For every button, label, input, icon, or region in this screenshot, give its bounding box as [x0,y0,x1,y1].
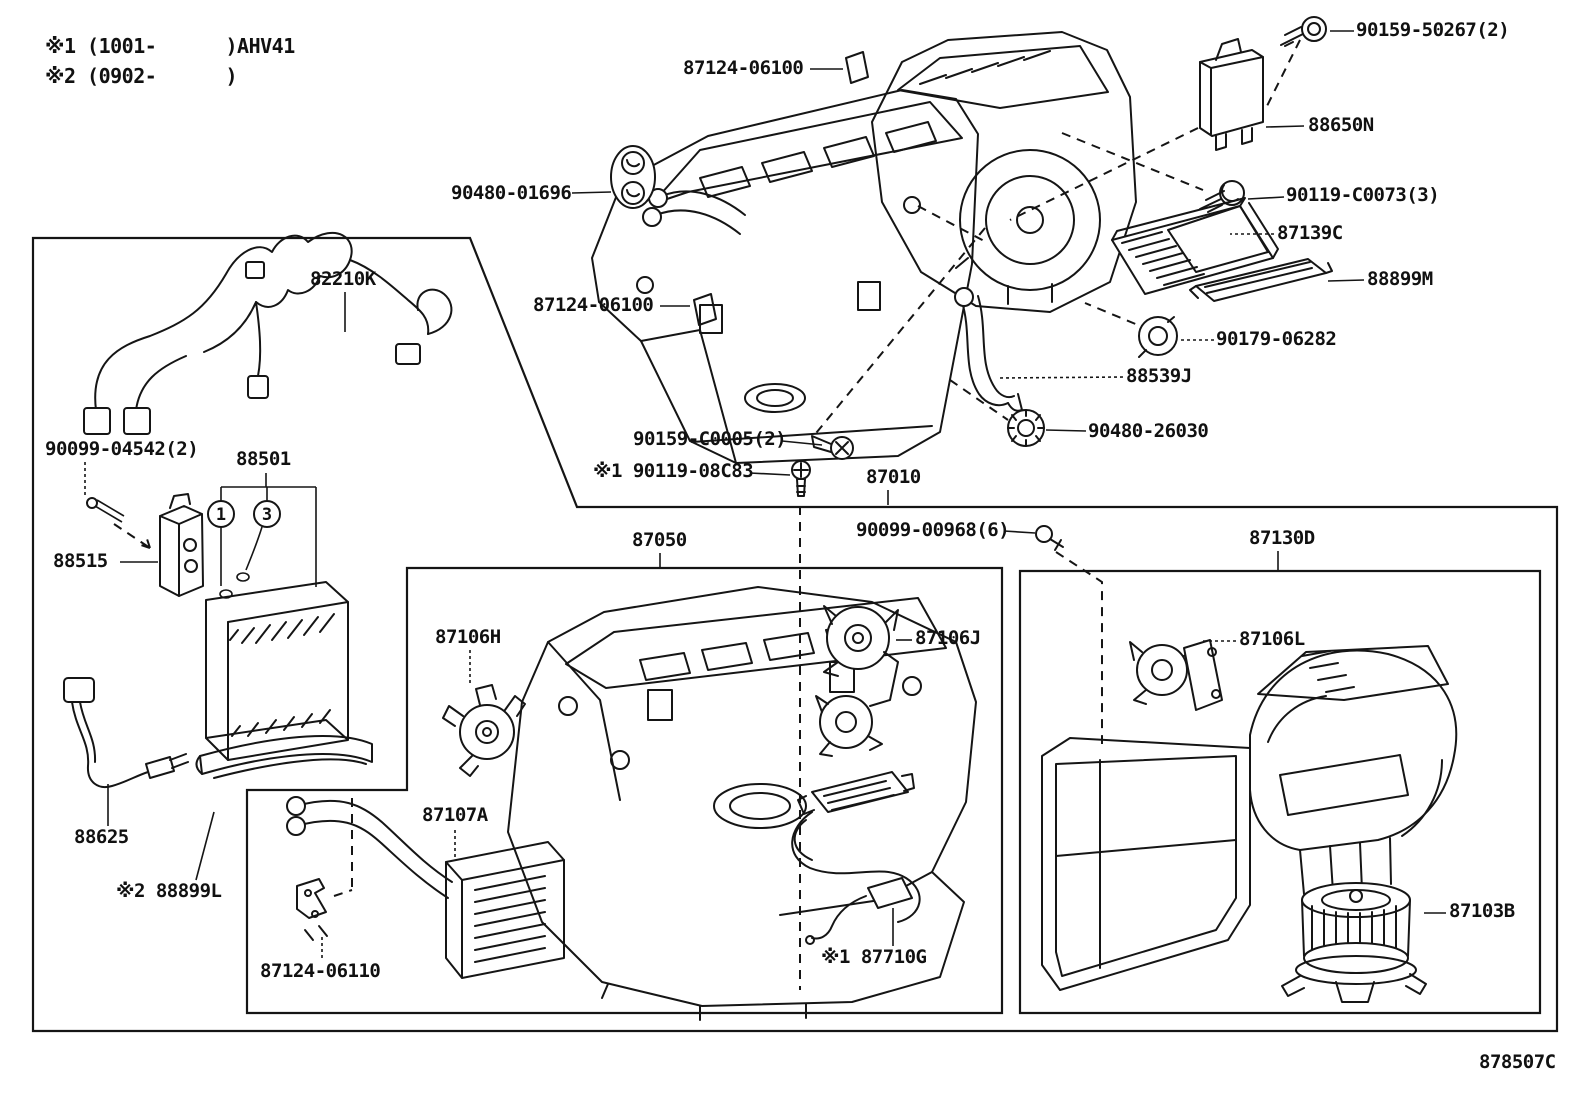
part-label-87710g[interactable]: ※1 87710G [821,946,927,968]
part-label-87107a[interactable]: 87107A [422,804,488,826]
grommet-90179-06282-drawing [1138,316,1178,358]
bolt-90159-50267-drawing [1280,16,1327,47]
expansion-valve-88515-drawing [159,493,204,597]
part-label-88515[interactable]: 88515 [53,550,108,572]
screw-90119-08c83-drawing [791,460,811,497]
part-label-87010[interactable]: 87010 [866,466,921,488]
outer-assembly-box [31,236,1559,1033]
bolt-90099-00968-drawing [1035,525,1064,551]
thermistor-88625-drawing [63,677,189,788]
part-label-90119-08c83[interactable]: ※1 90119-08C83 [593,460,754,482]
screw-90159-c0005-drawing [811,435,854,460]
clamp-87124-06110-drawing [296,878,328,941]
part-label-82210k[interactable]: 82210K [310,268,376,290]
part-label-90159-50267[interactable]: 90159-50267(2) [1356,19,1510,41]
part-label-87050[interactable]: 87050 [632,529,687,551]
grommet-90480-01696-drawing [610,145,656,209]
blower-intake-unit-drawing [871,31,1137,313]
part-label-88899m[interactable]: 88899M [1367,268,1433,290]
damper-88899m-drawing [1189,258,1333,302]
evaporator-88501-drawing [205,581,349,761]
blower-motor-87103b-drawing [1281,882,1427,1003]
callout-bracket-88501: 1 3 [207,473,317,599]
unit-87050-drawing [507,586,977,1021]
part-label-87124-06100-upper[interactable]: 87124-06100 [683,57,804,79]
unit-87130d-box [1018,569,1542,1015]
aspirator-87710g-drawing [791,771,921,945]
part-label-88501[interactable]: 88501 [236,448,291,470]
amplifier-88650n-drawing [1199,38,1264,151]
part-label-90099-04542[interactable]: 90099-04542(2) [45,438,199,460]
part-label-90099-00968[interactable]: 90099-00968(6) [856,519,1010,541]
part-label-87124-06110[interactable]: 87124-06110 [260,960,381,982]
packing-foam-drawings [693,51,869,326]
note-variant-1: ※1 (1001- )AHV41 [45,34,295,58]
heater-core-87107a-drawing [286,796,565,979]
assembly-dashed-lines [113,39,1301,990]
drain-tray-88899l-drawing [195,735,373,779]
part-label-87124-06100-lower[interactable]: 87124-06100 [533,294,654,316]
part-label-90480-26030[interactable]: 90480-26030 [1088,420,1209,442]
servo-motor-87106j-drawing [815,605,899,757]
callout-circle-3[interactable] [253,500,281,528]
part-label-87106h[interactable]: 87106H [435,626,501,648]
part-label-87103b[interactable]: 87103B [1449,900,1515,922]
part-label-87130d[interactable]: 87130D [1249,527,1315,549]
part-label-88539j[interactable]: 88539J [1126,365,1192,387]
part-label-88899l[interactable]: ※2 88899L [116,880,222,902]
servo-motor-87106l-drawing [1129,639,1223,711]
part-label-90179-06282[interactable]: 90179-06282 [1216,328,1337,350]
unit-87130d-drawing [1041,645,1458,991]
part-label-87106l[interactable]: 87106L [1239,628,1305,650]
group-boxes [31,236,1559,1033]
cabin-filter-87139c-drawing [1111,197,1279,295]
leader-lines [84,30,1446,958]
part-label-88625[interactable]: 88625 [74,826,129,848]
heater-hose-88539j-drawing [954,287,1023,412]
diagram-code: 878507C [1479,1051,1556,1073]
callout-number-1: 1 [216,505,226,525]
heater-radiator-unit-drawing [591,89,979,464]
part-label-87106j[interactable]: 87106J [915,627,981,649]
part-label-87139c[interactable]: 87139C [1277,222,1343,244]
servo-motor-87106h-drawing [442,684,526,777]
callout-circle-1[interactable] [207,500,235,528]
unit-87050-box [245,566,1004,1015]
callout-number-3: 3 [262,505,272,525]
part-label-88650n[interactable]: 88650N [1308,114,1374,136]
part-label-90480-01696[interactable]: 90480-01696 [451,182,572,204]
grommet-90480-26030-drawing [1007,409,1045,447]
part-label-90159-c0005[interactable]: 90159-C0005(2) [633,428,787,450]
part-label-90119-c0073[interactable]: 90119-C0073(3) [1286,184,1440,206]
wiring-harness-82210k-drawing [83,231,453,435]
note-variant-2: ※2 (0902- ) [45,64,238,88]
